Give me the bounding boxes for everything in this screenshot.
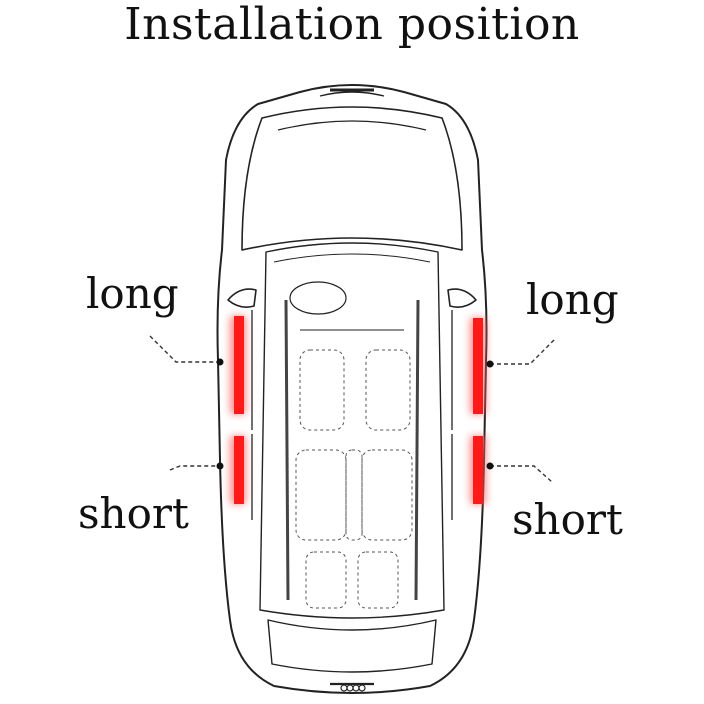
strip-left-short	[234, 436, 244, 504]
label-left-short: short	[78, 489, 189, 538]
interior-seats	[295, 349, 413, 609]
leader-lines	[149, 335, 557, 483]
strip-right-long	[473, 318, 483, 414]
diagram-title: Installation position	[124, 0, 580, 50]
leader-right-long	[490, 337, 557, 365]
label-left-long: long	[86, 269, 179, 318]
car-body	[216, 84, 488, 694]
strip-left-long	[234, 316, 244, 414]
strip-right-short	[473, 436, 483, 504]
label-right-short: short	[512, 495, 623, 544]
label-right-long: long	[526, 275, 619, 324]
seal-strips	[230, 316, 486, 504]
leader-left-long	[149, 335, 220, 363]
leader-dots	[216, 358, 494, 470]
door-seams	[251, 310, 453, 520]
leader-right-short	[490, 465, 553, 483]
leader-left-short	[169, 465, 220, 471]
